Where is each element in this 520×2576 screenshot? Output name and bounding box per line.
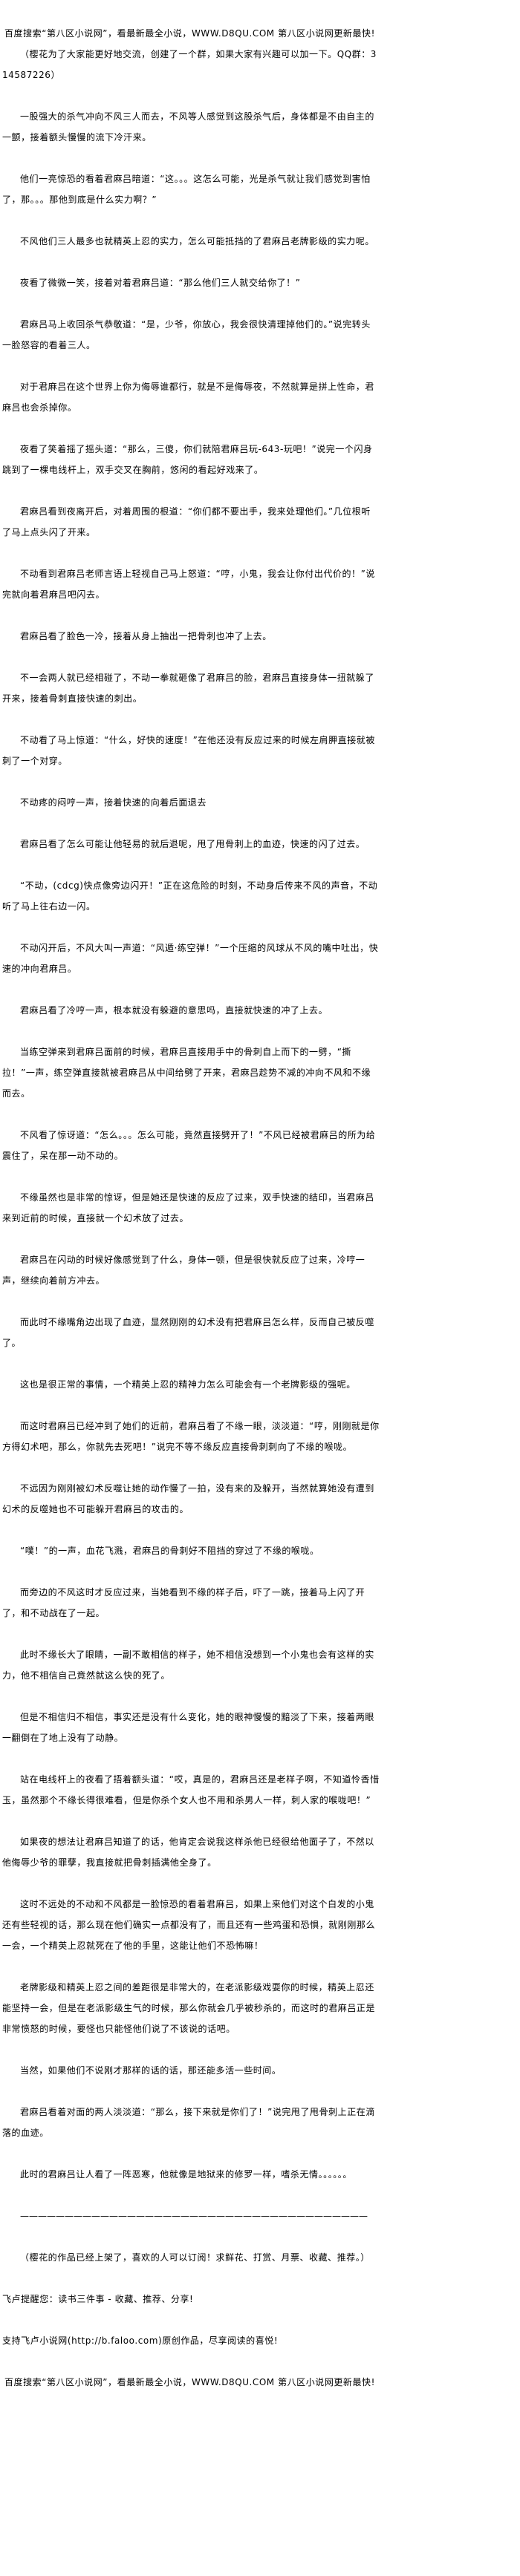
separator-line: ——————————————————————————————————————— [20, 2211, 368, 2221]
story-paragraph: 而此时不缘嘴角边出现了血迹，显然刚刚的幻术没有把君麻吕怎么样，反而自己被反噬了。 [2, 1317, 374, 1348]
story-paragraph: 不动闪开后，不风大叫一声道：“风遁·练空弹！”一个压缩的风球从不风的嘴中吐出，快… [2, 943, 379, 974]
story-paragraph: 这也是很正常的事情，一个精英上忍的精神力怎么可能会有一个老牌影级的强呢。 [20, 1379, 356, 1390]
story-paragraph: 站在电线杆上的夜看了捂着额头道：“哎，真是的，君麻吕还是老样子啊，不知道怜香惜玉… [2, 1774, 380, 1805]
faloo-reminder: 飞卢提醒您：读书三件事 - 收藏、推荐、分享! [2, 2294, 194, 2304]
story-paragraph: 这时不远处的不动和不风都是一脸惊恐的看着君麻吕，如果上来他们对这个白发的小鬼还有… [2, 1899, 376, 1951]
story-paragraph: 而这时君麻吕已经冲到了她们的近前，君麻吕看了不缘一眼，淡淡道：“哼，刚刚就是你方… [2, 1421, 380, 1452]
story-paragraph: 此时的君麻吕让人看了一阵恶寒，他就像是地狱来的修罗一样，嗜杀无情。。。。。。 [20, 2169, 352, 2180]
story-paragraph: 此时不缘长大了眼睛，一副不敢相信的样子，她不相信没想到一个小鬼也会有这样的实力，… [2, 1650, 374, 1681]
story-paragraph: “不动，(cdcg)快点像旁边闪开！”正在这危险的时刻，不动身后传来不风的声音，… [2, 880, 378, 912]
story-paragraph: 君麻吕看到夜离开后，对着周围的根道：“你们都不要出手，我来处理他们。”几位根听了… [2, 506, 371, 537]
story-paragraph: 而旁边的不风这时才反应过来，当她看到不缘的样子后，吓了一跳，接着马上闪了开了，和… [2, 1587, 365, 1618]
story-paragraph: “噗！”的一声，血花飞溅，君麻吕的骨刺好不阻挡的穿过了不缘的喉咙。 [20, 1546, 319, 1556]
chapter-page: 百度搜索“第八区小说网”，看最新最全小说，WWW.D8QU.COM 第八区小说网… [2, 28, 380, 2387]
story-paragraph: 君麻吕马上收回杀气恭敬道：“是，少爷，你放心，我会很快清理掉他们的。”说完转头一… [2, 319, 371, 350]
story-paragraph: 君麻吕看了脸色一冷，接着从身上抽出一把骨刺也冲了上去。 [20, 631, 272, 641]
story-paragraph: 君麻吕在闪动的时候好像感觉到了什么，身体一顿，但是很快就反应了过来，冷哼一声，继… [2, 1255, 365, 1286]
story-paragraph: 不远因为刚刚被幻术反噬让她的动作慢了一拍，没有来的及躲开，当然就算她没有遭到幻术… [2, 1483, 374, 1514]
story-paragraph: 不动看了马上惊道：“什么，好快的速度！”在他还没有反应过来的时候左肩胛直接就被刺… [2, 735, 375, 766]
story-paragraph: 对于君麻吕在这个世界上你为侮辱谁都行，就是不是侮辱夜，不然就算是拼上性命，君麻吕… [2, 382, 374, 413]
site-banner-bottom: 百度搜索“第八区小说网”，看最新最全小说，WWW.D8QU.COM 第八区小说网… [4, 2377, 375, 2387]
story-paragraph: 一股强大的杀气冲向不风三人而去，不风等人感觉到这股杀气后，身体都是不由自主的一颤… [2, 111, 374, 143]
story-paragraph: 但是不相信归不相信，事实还是没有什么变化，她的眼神慢慢的黯淡了下来，接着两眼一翻… [2, 1712, 374, 1743]
story-paragraph: 夜看了微微一笑，接着对着君麻吕道：“那么他们三人就交给你了！” [20, 278, 301, 288]
story-paragraph: 当然，如果他们不说刚才那样的话的话，那还能多活一些时间。 [20, 2065, 282, 2076]
spacer [2, 85, 380, 106]
story-paragraph: 不缘虽然也是非常的惊讶，但是她还是快速的反应了过来，双手快速的结印，当君麻吕来到… [2, 1192, 374, 1223]
story-paragraph: 当练空弹来到君麻吕面前的时候，君麻吕直接用手中的骨刺自上而下的一劈，“撕拉！”一… [2, 1047, 371, 1099]
story-paragraph: 不动疼的闷哼一声，接着快速的向着后面退去 [20, 797, 207, 808]
faloo-support-link[interactable]: 支持飞卢小说网(http://b.faloo.com)原创作品，尽享阅读的喜悦! [2, 2335, 279, 2346]
story-paragraph: 老牌影级和精英上忍之间的差距很是非常大的，在老派影级戏耍你的时候，精英上忍还能坚… [2, 1982, 376, 2034]
story-paragraph: 君麻吕看着对面的两人淡淡道：“那么，接下来就是你们了！”说完甩了甩骨刺上正在滴落… [2, 2107, 375, 2138]
story-paragraph: 不一会两人就已经相碰了，不动一拳就砸像了君麻吕的脸，君麻吕直接身体一扭就躲了开来… [2, 673, 374, 704]
story-paragraph: 君麻吕看了怎么可能让他轻易的就后退呢，甩了甩骨刺上的血迹，快速的闪了过去。 [20, 839, 365, 849]
story-paragraph: 如果夜的想法让君麻吕知道了的话，他肯定会说我这样杀他已经很给他面子了，不然以他侮… [2, 1837, 374, 1868]
story-paragraph: 不风看了惊讶道：“怎么。。。怎么可能，竟然直接劈开了！”不风已经被君麻吕的所为给… [2, 1130, 376, 1161]
story-paragraph: 不风他们三人最多也就精英上忍的实力，怎么可能抵挡的了君麻吕老牌影级的实力呢。 [20, 236, 374, 246]
site-banner-top: 百度搜索“第八区小说网”，看最新最全小说，WWW.D8QU.COM 第八区小说网… [4, 28, 375, 39]
qq-group-note: （樱花为了大家能更好地交流，创建了一个群，如果大家有兴趣可以加一下。QQ群：31… [2, 49, 377, 80]
story-paragraph: 君麻吕看了冷哼一声，根本就没有躲避的意思吗，直接就快速的冲了上去。 [20, 1005, 328, 1016]
chapter-body: 一股强大的杀气冲向不风三人而去，不风等人感觉到这股杀气后，身体都是不由自主的一颤… [2, 106, 380, 2185]
story-paragraph: 不动看到君麻吕老师言语上轻视自己马上怒道：“哼，小鬼，我会让你付出代价的！”说完… [2, 569, 375, 600]
author-note: （樱花的作品已经上架了，喜欢的人可以订阅！求鲜花、打赏、月票、收藏、推荐。） [20, 2252, 370, 2263]
story-paragraph: 他们一亮惊恐的看着君麻吕暗道：“这。。。这怎么可能，光是杀气就让我们感觉到害怕了… [2, 174, 371, 205]
story-paragraph: 夜看了笑着摇了摇头道：“那么，三傻，你们就陪君麻吕玩-643-玩吧！”说完一个闪… [2, 444, 373, 475]
